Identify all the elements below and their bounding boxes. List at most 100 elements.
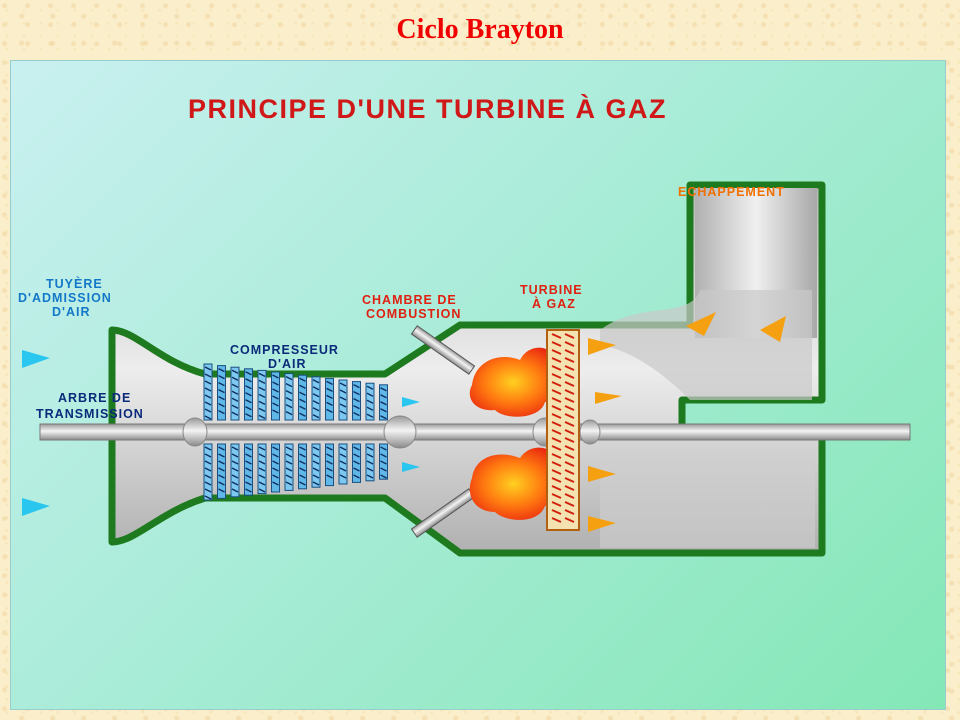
compressor-blade-hatch <box>312 446 320 451</box>
compressor-blade-bottom <box>271 443 280 493</box>
compressor-blade-hatch <box>218 488 225 493</box>
compressor-blade-hatch <box>339 460 347 465</box>
compressor-blade-hatch <box>258 393 266 399</box>
compressor-blade-hatch <box>339 389 347 394</box>
compressor-blade-hatch <box>366 453 374 458</box>
compressor-blade-hatch <box>326 401 333 407</box>
compressor-blade-hatch <box>339 396 347 401</box>
compressor-blade-bottom <box>325 443 334 487</box>
compressor-blade-hatch <box>231 453 239 458</box>
compressor-blade-hatch <box>380 453 387 458</box>
compressor-blade-hatch <box>272 388 279 393</box>
slide-title: Ciclo Brayton <box>396 14 564 45</box>
compressor-blade-hatch <box>326 467 333 472</box>
turbine-blade-tick <box>564 445 575 451</box>
compressor-blade-hatch <box>312 467 320 472</box>
compressor-blade-hatch <box>326 408 333 414</box>
compressor-blade-top <box>217 365 226 421</box>
compressor-blade-hatch <box>326 460 333 465</box>
compressor-blade-hatch <box>366 413 374 418</box>
compressor-blade-hatch <box>299 391 306 396</box>
compressor-blade-hatch <box>272 402 279 407</box>
compressor-blade-hatch <box>204 408 212 413</box>
compressor-blade-hatch <box>312 460 320 465</box>
turbine-blade-tick <box>564 341 575 347</box>
label-gas-turbine: TURBINE À GAZ <box>520 283 587 311</box>
compressor-blade-hatch <box>339 467 347 472</box>
compressor-blade-hatch <box>204 366 212 371</box>
compressor-blade-hatch <box>204 453 212 458</box>
compressor-blade-hatch <box>326 446 333 451</box>
turbine-blade-tick <box>551 373 562 379</box>
turbine-blade-tick <box>551 429 562 435</box>
compressor-blade-hatch <box>258 446 266 451</box>
compressor-blade-hatch <box>258 407 266 413</box>
compressor-blade-hatch <box>312 393 320 398</box>
compressor-blade-hatch <box>204 488 212 493</box>
compressor-blades <box>203 363 388 501</box>
compressor-blade-hatch <box>299 446 306 451</box>
compressor-blade-hatch <box>353 446 360 451</box>
compressor-blade-hatch <box>272 395 279 400</box>
air-arrow-inner-bottom <box>402 462 420 472</box>
compressor-blade-hatch <box>258 379 266 385</box>
turbine-blade-tick <box>564 501 575 507</box>
compressor-blade-hatch <box>299 384 306 389</box>
compressor-blade-hatch <box>231 474 239 479</box>
compressor-blade-hatch <box>380 387 387 392</box>
compressor-blade-hatch <box>366 460 374 465</box>
compressor-blade-hatch <box>272 481 279 486</box>
compressor-blade-bottom <box>230 443 240 498</box>
compressor-blade-hatch <box>353 411 360 417</box>
compressor-blade-hatch <box>218 381 225 387</box>
compressor-blade-hatch <box>339 474 347 479</box>
turbine-blade-tick <box>551 509 562 515</box>
turbine-blade-tick <box>564 373 575 379</box>
compressor-blade-hatch <box>258 474 266 479</box>
compressor-blade-hatch <box>258 481 266 486</box>
shaft-bulge-front <box>182 417 208 447</box>
compressor-blade-hatch <box>299 453 306 458</box>
turbine-blade-tick <box>564 485 575 491</box>
compressor-blade-hatch <box>245 481 252 486</box>
flame-top <box>469 347 566 417</box>
compressor-blade-bottom <box>284 443 294 491</box>
compressor-blade-hatch <box>245 378 252 383</box>
compressor-blade-hatch <box>231 481 239 486</box>
turbine-blade-tick <box>564 405 575 411</box>
compressor-blade-hatch <box>380 460 387 465</box>
compressor-blade-bottom <box>379 443 388 480</box>
compressor-blade-hatch <box>218 395 225 401</box>
turbine-blade-tick <box>551 349 562 355</box>
turbine-blade-tick <box>564 413 575 419</box>
compressor-blade-hatch <box>231 411 239 416</box>
compressor-blade-hatch <box>353 404 360 410</box>
compressor-blade-hatch <box>245 453 252 458</box>
compressor-blade-hatch <box>218 409 225 415</box>
compressor-blade-top <box>298 374 307 421</box>
compressor-blade-hatch <box>353 397 360 403</box>
compressor-blade-hatch <box>326 380 333 386</box>
exhaust-arrow-1 <box>686 312 716 336</box>
compressor-blade-hatch <box>366 392 374 397</box>
compressor-blade-top <box>203 363 213 421</box>
compressor-blade-top <box>230 366 240 421</box>
turbine-blade-tick <box>564 349 575 355</box>
compressor-blade-hatch <box>258 400 266 406</box>
turbine-blade-tick <box>564 453 575 459</box>
compressor-blade-hatch <box>353 460 360 465</box>
compressor-blade-hatch <box>353 383 360 389</box>
turbine-blade-tick <box>564 469 575 475</box>
compressor-blade-hatch <box>272 474 279 479</box>
compressor-blade-hatch <box>218 467 225 472</box>
gas-arrow-3 <box>588 466 616 482</box>
compressor-blade-hatch <box>204 373 212 378</box>
compressor-blade-hatch <box>204 481 212 486</box>
compressor-blade-hatch <box>231 390 239 395</box>
exhaust-arrow-2 <box>760 316 786 342</box>
compressor-blade-hatch <box>380 467 387 472</box>
compressor-blade-hatch <box>272 409 279 414</box>
turbine-blade-tick <box>551 365 562 371</box>
compressor-blade-hatch <box>204 394 212 399</box>
compressor-blade-hatch <box>312 481 320 486</box>
